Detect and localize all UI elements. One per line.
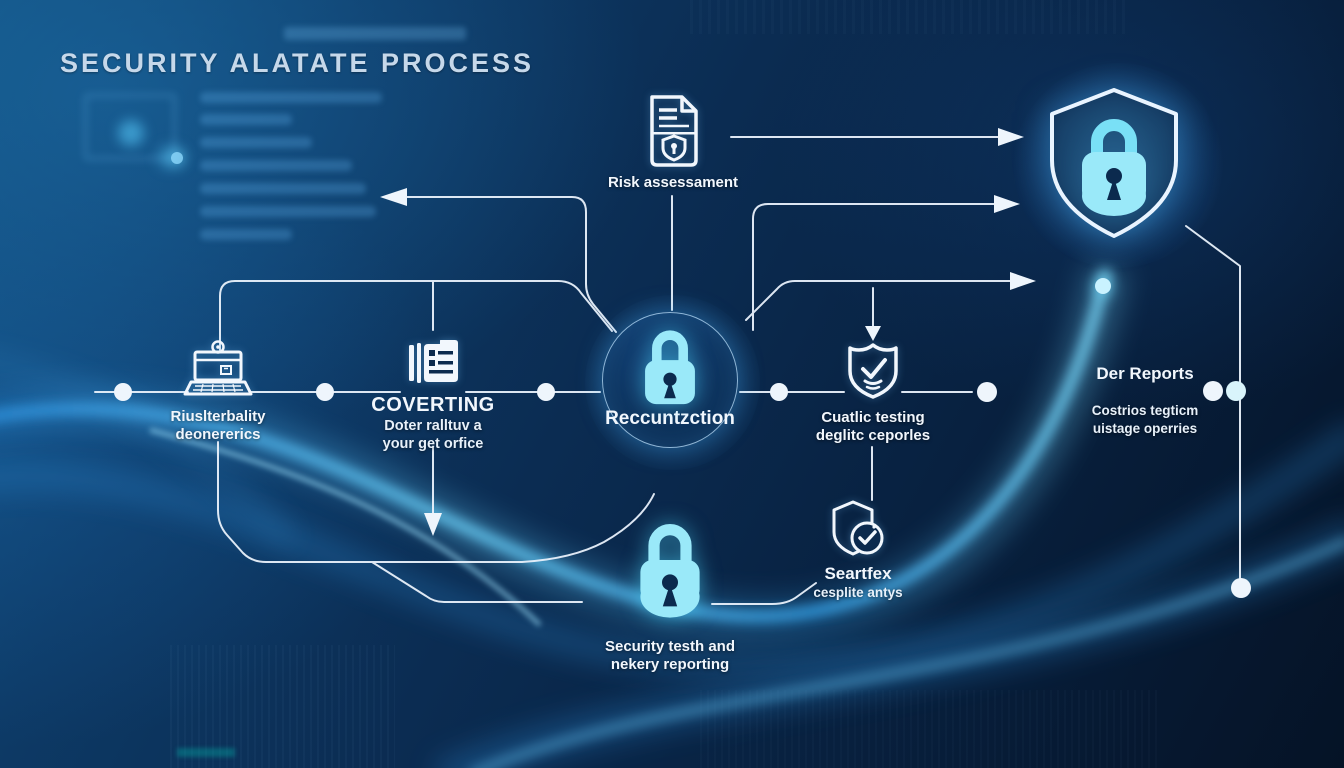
node-risk-assessment: Risk assessament [593,94,753,192]
node-title: Der Reports [1096,364,1194,383]
blurred-text-line [200,114,292,125]
node-label: deglitc ceporles [815,427,931,444]
node-label: deonererics [175,426,261,443]
node-vulnerability: Riuslterbality deonererics [138,340,298,444]
shield-check-icon [848,343,898,399]
blurred-teal-bar [177,748,235,757]
blurred-text-line [200,137,312,148]
node-final-shield [1040,84,1188,244]
beam-glow-dot [1095,278,1111,294]
arrow-center-to-right [745,280,1013,321]
page-title: SECURITY ALATATE PROCESS [60,48,535,78]
node-label: nekery reporting [610,656,730,673]
background-stripe-texture [700,690,1160,768]
blurred-text-line [200,229,292,240]
blurred-text-line [200,183,366,194]
laptop-scan-icon [183,340,253,396]
arrow-center-to-shield [752,203,997,331]
node-label: uistage operries [1092,421,1198,436]
node-security-reporting: Security testh and nekery reporting [580,512,760,674]
node-title: COVERTING [371,394,495,416]
node-seartfex: Seartfex cesplite antys [778,500,938,602]
shield-lock-icon [1050,88,1178,238]
arrow-left-line [403,196,617,333]
blurred-header-band [284,27,466,40]
node-label: Cuatlic testing [821,409,925,426]
node-label: Costrios tegticm [1091,403,1199,418]
newspaper-icon [409,340,458,383]
node-label: cesplite antys [813,585,903,600]
node-label: Riuslterbality [170,408,266,425]
node-reconstruction: Reccuntzction [600,322,740,430]
blurred-text-line [200,206,376,217]
node-title: Seartfex [824,564,892,583]
node-label: Risk assessament [607,174,739,191]
shield-circle-check-icon [832,500,884,556]
background-stripe-texture [690,0,1130,34]
node-coverting: COVERTING Doter ralltuv a your get orfic… [343,340,523,453]
node-quality-testing: Cuatlic testing deglitc ceporles [793,343,953,445]
blurred-monitor-outline [84,94,176,160]
node-label: your get orfice [382,436,484,452]
bottom-lock-branch-line [371,561,583,603]
blurred-glow-dot [158,146,184,168]
padlock-icon [640,524,700,618]
node-der-reports: Der Reports Costrios tegticm uistage ope… [1055,364,1235,438]
padlock-icon [645,330,695,405]
node-label: Reccuntzction [605,408,735,429]
blurred-text-line [200,160,352,171]
blurred-text-line [200,92,382,103]
blurred-glow-dot [118,120,144,146]
document-shield-icon [650,95,698,167]
node-label: Doter ralltuv a [384,418,482,434]
node-label: Security testh and [604,638,736,655]
